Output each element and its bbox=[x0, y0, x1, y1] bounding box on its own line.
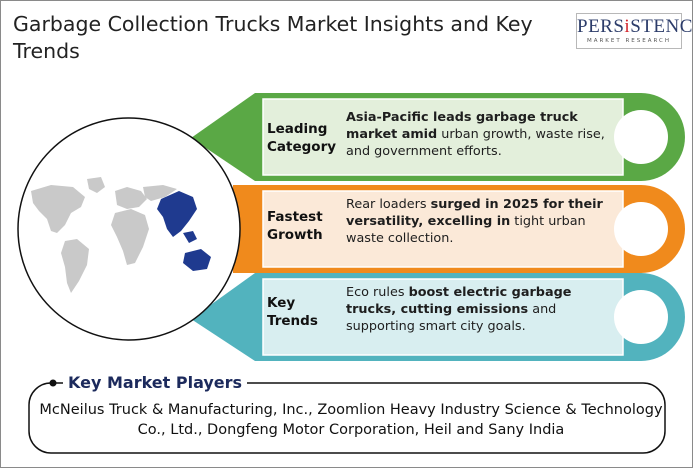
logo-wordmark: PERSiSTENCE bbox=[577, 16, 693, 37]
band-leading-category bbox=[191, 93, 685, 181]
world-map-icon bbox=[31, 177, 211, 293]
circle-marker-icon bbox=[614, 290, 668, 344]
band-key-trends bbox=[191, 273, 685, 361]
players-title: Key Market Players bbox=[63, 373, 248, 392]
label-fastest-growth: Fastest Growth bbox=[267, 209, 323, 243]
bullet-dot-icon bbox=[49, 379, 57, 387]
label-key-trends: Key Trends bbox=[267, 295, 318, 329]
circle-marker-icon bbox=[614, 202, 668, 256]
text-key-trends: Eco rules boost electric garbage trucks,… bbox=[346, 285, 572, 334]
band-fastest-growth bbox=[233, 185, 685, 273]
players-list: McNeilus Truck & Manufacturing, Inc., Zo… bbox=[39, 402, 663, 438]
page-title: Garbage Collection Trucks Market Insight… bbox=[13, 12, 533, 63]
circle-marker-icon bbox=[614, 110, 668, 164]
text-leading-category: Asia-Pacific leads garbage truck market … bbox=[346, 110, 605, 159]
logo-tagline: MARKET RESEARCH bbox=[586, 38, 672, 44]
asia-pacific-highlight bbox=[157, 191, 197, 237]
label-leading-category: Leading Category bbox=[267, 121, 337, 155]
persistence-logo: PERSiSTENCE MARKET RESEARCH bbox=[576, 13, 693, 49]
text-fastest-growth: Rear loaders surged in 2025 for their ve… bbox=[346, 197, 603, 246]
